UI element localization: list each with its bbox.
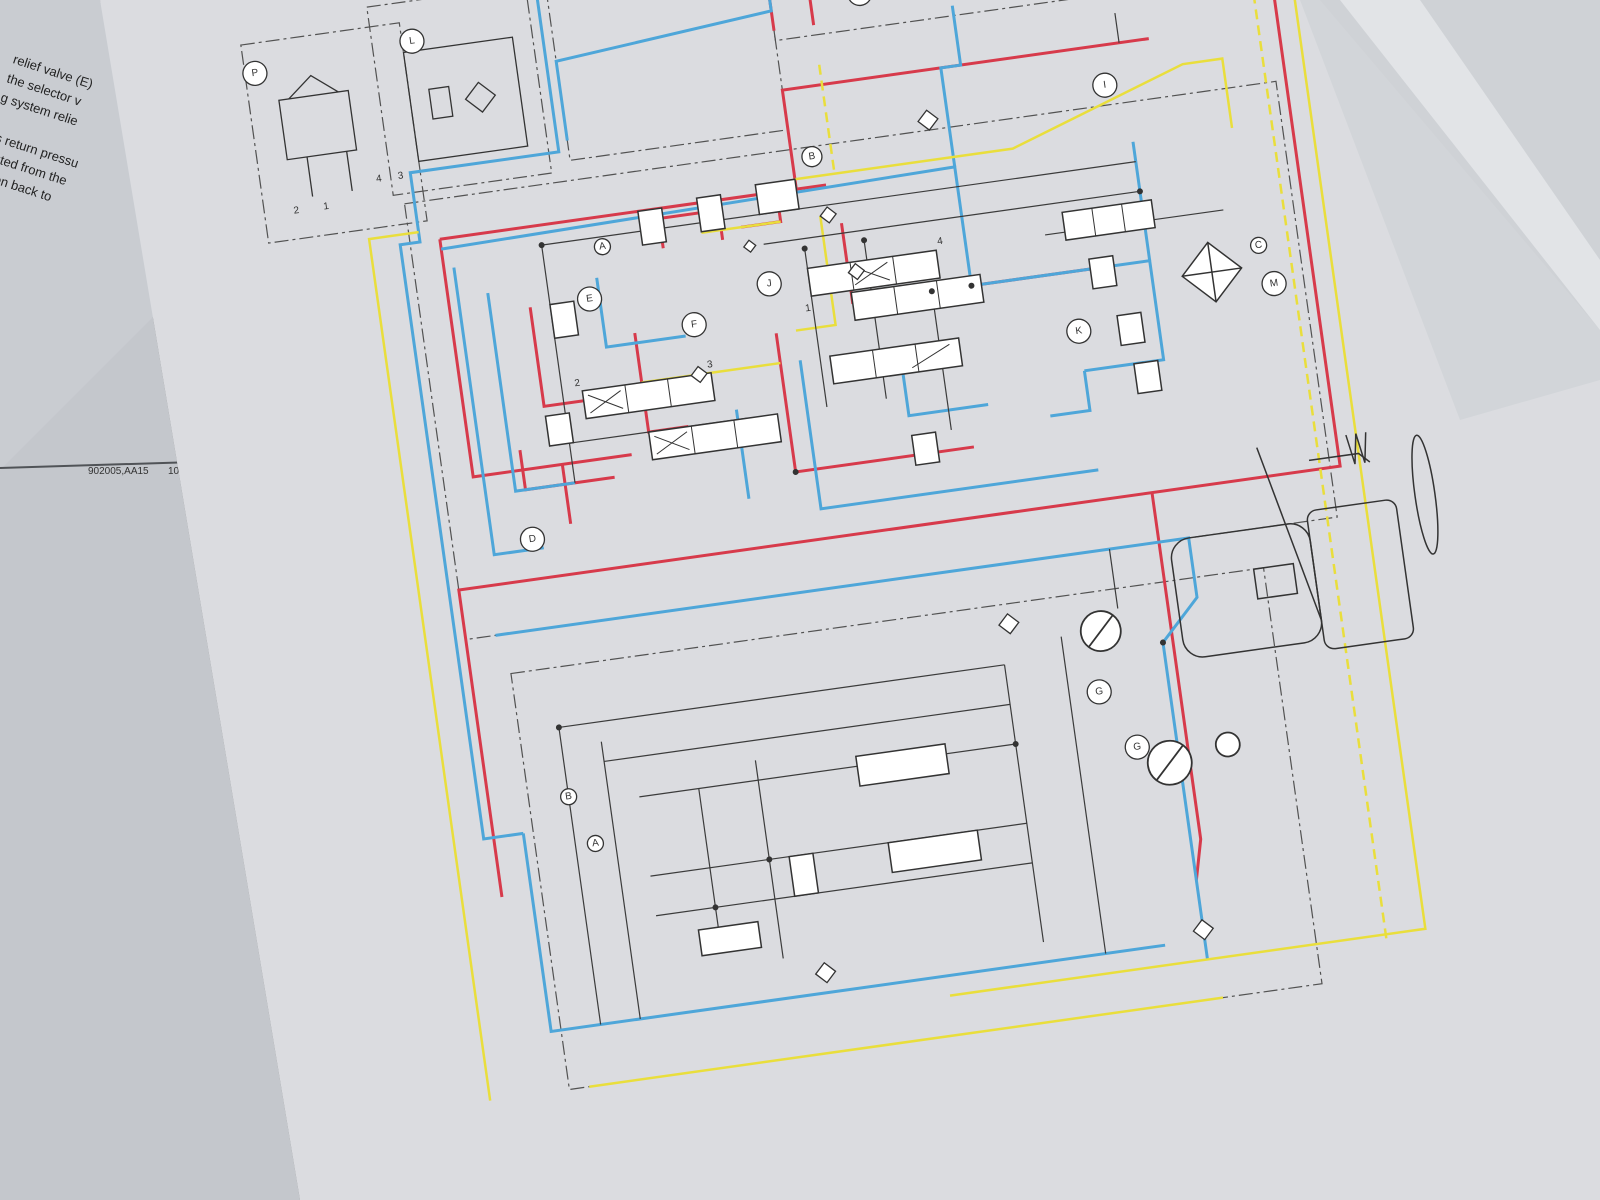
sender-terminal-3: 3: [397, 170, 404, 182]
bubble-a-junction: A: [593, 238, 612, 256]
relief-valve-symbols: [544, 178, 1163, 898]
right-page: [100, 0, 1600, 1200]
bubble-a-junction-label: A: [598, 241, 606, 253]
filter-l-symbol: [402, 36, 529, 163]
bubble-i-label: I: [1103, 80, 1107, 91]
bubble-g-upper-label: G: [1095, 686, 1104, 698]
spool-dividers: [587, 203, 1126, 455]
check-valves: [690, 109, 1215, 984]
bubble-b-junction-label: B: [808, 151, 816, 163]
bubble-b-lower: B: [559, 788, 578, 806]
bubble-f: F: [681, 312, 707, 338]
bubble-j-label: J: [766, 278, 772, 290]
bubble-g-upper: G: [1086, 679, 1112, 705]
motor-diamond: [1181, 241, 1243, 303]
bubble-l: L: [399, 28, 425, 54]
engine-outline: [1170, 432, 1439, 658]
bubble-e-label: E: [586, 293, 594, 305]
bubble-k-label: K: [1075, 325, 1083, 337]
spool-number-2: 2: [574, 378, 581, 390]
bubble-d-label: D: [528, 533, 537, 545]
sender-terminal-2: 2: [293, 205, 300, 217]
hydraulic-schematic: 2 1 4 3 P L C B B: [240, 0, 1439, 1101]
bubble-b-junction: B: [801, 146, 823, 168]
bubble-g-lower: G: [1124, 734, 1150, 760]
bubble-f-label: F: [690, 319, 698, 331]
bubble-k: K: [1066, 318, 1092, 344]
sender-terminal-4: 4: [375, 173, 382, 185]
bubble-i: I: [1092, 72, 1118, 98]
left-page: relief valve (E) the selector v g system…: [0, 0, 300, 1200]
bubble-l-label: L: [408, 35, 415, 47]
left-footer-code: 902005,AA15: [88, 466, 149, 477]
sender-p-symbol: [278, 74, 358, 197]
sender-terminal-1: 1: [323, 201, 330, 213]
bubble-p: P: [242, 60, 268, 87]
bubble-m: M: [1261, 270, 1287, 297]
bubble-c-right-label: C: [1254, 239, 1263, 251]
spool-number-4: 4: [936, 236, 943, 248]
bubble-c-right: C: [1249, 236, 1268, 254]
bubble-e: E: [576, 286, 603, 312]
pumps: [1079, 610, 1241, 786]
control-valve-spools: [581, 199, 1156, 957]
spool-number-1: 1: [805, 303, 812, 315]
bubble-b-lower-label: B: [565, 791, 573, 803]
bubble-g-lower-label: G: [1133, 741, 1142, 753]
bubble-a-lower: A: [586, 834, 605, 853]
bubble-m-label: M: [1269, 278, 1279, 290]
left-footer-page: 10-1: [168, 466, 188, 477]
bubble-p-label: P: [251, 67, 259, 79]
bubble-a-lower-label: A: [591, 838, 599, 850]
spool-number-3: 3: [706, 359, 713, 371]
bubble-c-top: C: [847, 0, 873, 7]
bubble-d: D: [519, 526, 546, 552]
bubble-j: J: [756, 271, 782, 297]
junction-dots: [538, 188, 1166, 911]
pilot-dashed: [817, 0, 1389, 945]
page-shade: [100, 0, 1600, 1200]
